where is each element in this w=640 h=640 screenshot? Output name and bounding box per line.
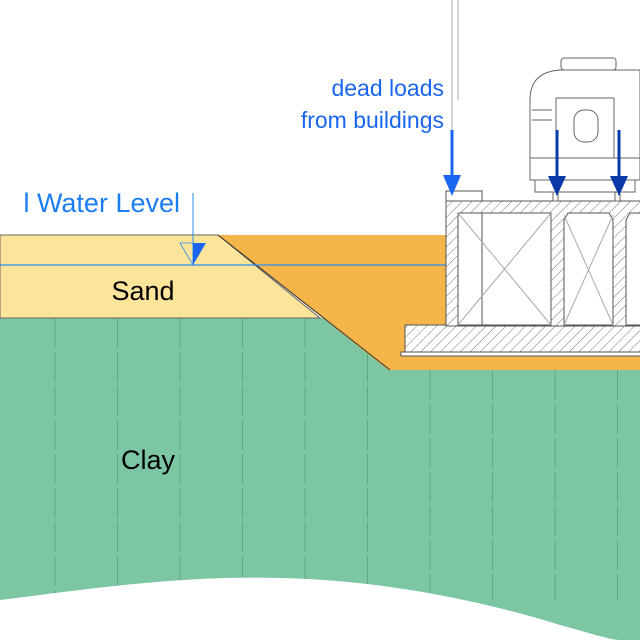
dead-loads-label-line2: from buildings [301, 107, 444, 133]
bottom-boundary [0, 577, 620, 640]
sand-label: Sand [111, 276, 174, 306]
train-load-arrow-icon-2 [610, 176, 628, 196]
basement-structure [400, 190, 640, 357]
train-load-arrow-icon-1 [548, 176, 566, 196]
backfill-wedge [218, 235, 446, 370]
clay-grid-lines [54, 318, 618, 600]
excavation-slope [217, 234, 391, 371]
dead-load-arrow-icon [443, 175, 461, 196]
clay-label: Clay [121, 445, 176, 475]
water-level-symbol-icon [193, 243, 206, 265]
sand-layer [0, 234, 322, 319]
dead-loads-label-line1: dead loads [331, 75, 444, 101]
water-level-label: l Water Level [23, 188, 180, 218]
